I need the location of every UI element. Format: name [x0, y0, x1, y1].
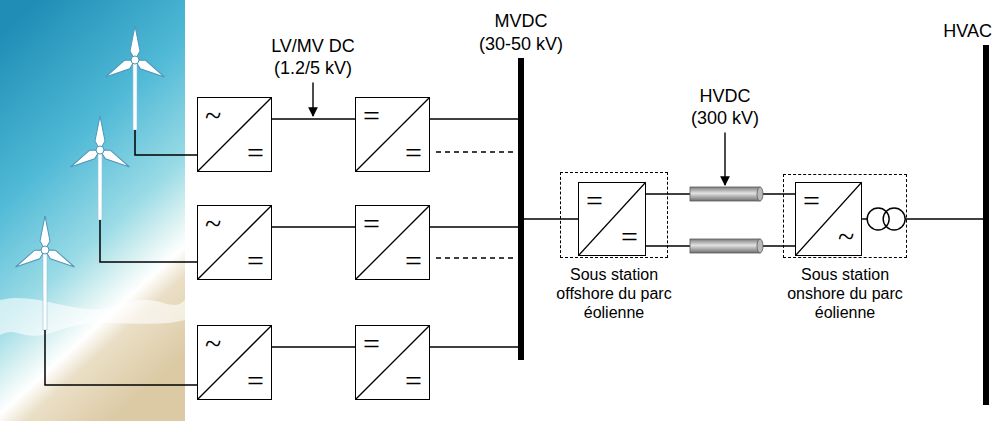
converter-box: ==	[355, 205, 430, 280]
leader-arrow	[312, 83, 313, 116]
sea-photo	[0, 0, 185, 421]
power-line	[430, 226, 518, 228]
converter-symbol: =	[405, 366, 422, 396]
wind-turbine	[13, 216, 77, 330]
converter-symbol: =	[363, 329, 380, 359]
transformer-symbol	[867, 208, 905, 230]
turbine-hub	[96, 146, 104, 154]
turbine-tower	[98, 150, 102, 220]
voltage-label: (300 kV)	[691, 108, 759, 130]
substation-caption: Sous station offshore du parc éolienne	[547, 265, 682, 323]
turbine-hub	[41, 246, 49, 254]
wind-turbine	[103, 26, 167, 130]
converter-symbol: ~	[838, 222, 854, 252]
converter-box: ~=	[197, 97, 272, 172]
bus-label: (30-50 kV)	[479, 33, 563, 56]
turbine-cable	[100, 220, 197, 262]
hvdc-cable	[690, 239, 763, 253]
leader-arrow	[724, 133, 725, 185]
voltage-label: HVDC	[699, 86, 750, 108]
turbine-blade	[40, 216, 50, 250]
converter-symbol: =	[363, 209, 380, 239]
converter-symbol: ~	[205, 329, 221, 359]
converter-symbol: =	[363, 101, 380, 131]
converter-symbol: =	[621, 222, 638, 252]
converter-diagonal-line	[579, 183, 645, 255]
cable-end	[757, 187, 763, 201]
converter-symbol: =	[405, 138, 422, 168]
power-line	[524, 218, 578, 220]
converter-diagonal-line	[198, 98, 271, 171]
substation-caption: Sous station onshore du parc éolienne	[778, 265, 913, 323]
converter-symbol: =	[405, 246, 422, 276]
transformer-winding	[883, 208, 905, 230]
converter-symbol: =	[247, 366, 264, 396]
converter-diagonal-line	[198, 206, 271, 279]
turbine-tower	[133, 60, 137, 130]
converter-box: ==	[355, 97, 430, 172]
power-line	[272, 226, 355, 228]
hvdc-cable	[690, 187, 763, 201]
turbine-tower	[43, 250, 47, 330]
voltage-label: LV/MV DC	[271, 36, 355, 58]
converter-diagonal-line	[198, 326, 271, 399]
power-line	[272, 346, 355, 348]
busbar-caption: MVDC(30-50 kV)	[479, 10, 563, 55]
sea-foam	[0, 298, 185, 336]
cable-body	[690, 239, 760, 253]
cable-end	[757, 239, 763, 253]
converter-box: ~=	[197, 325, 272, 400]
converter-diagonal-line	[796, 183, 861, 255]
turbine-blade	[130, 26, 140, 60]
substation-label: Sous station offshore du parc éolienne	[547, 265, 682, 323]
converter-box: ~=	[197, 205, 272, 280]
power-line	[272, 118, 355, 120]
converter-symbol: ~	[205, 209, 221, 239]
turbine-hub	[131, 56, 139, 64]
bus-label: MVDC	[479, 10, 563, 33]
substation-box: =~Sous station onshore du parc éolienne	[783, 174, 907, 258]
converter-symbol: =	[803, 186, 820, 216]
transformer-winding	[883, 208, 905, 230]
wind-turbine	[68, 116, 132, 220]
busbar: MVDC(30-50 kV)	[518, 58, 524, 360]
converter-diagonal-line	[356, 206, 429, 279]
converter-diagonal-line	[356, 98, 429, 171]
converter-symbol: =	[247, 138, 264, 168]
converter-symbol: =	[247, 246, 264, 276]
substation-label: Sous station onshore du parc éolienne	[778, 265, 913, 323]
voltage-label: (1.2/5 kV)	[274, 58, 352, 80]
converter-box: =~	[795, 182, 862, 256]
converter-diagonal-line	[356, 326, 429, 399]
converter-symbol: ~	[205, 101, 221, 131]
power-line	[430, 118, 518, 120]
dashed-feeder	[436, 151, 514, 152]
busbar: HVAC	[983, 45, 989, 405]
busbar-caption: HVAC	[943, 20, 992, 43]
cable-body	[690, 187, 760, 201]
substation-box: ==Sous station offshore du parc éolienne	[560, 172, 668, 258]
converter-symbol: =	[586, 186, 603, 216]
turbine-blade	[95, 116, 105, 150]
turbine-cable	[135, 130, 197, 155]
power-line	[430, 346, 518, 348]
bus-label: HVAC	[943, 20, 992, 43]
converter-box: ==	[578, 182, 646, 256]
dashed-feeder	[436, 257, 514, 258]
turbine-cable	[45, 330, 197, 385]
converter-box: ==	[355, 325, 430, 400]
